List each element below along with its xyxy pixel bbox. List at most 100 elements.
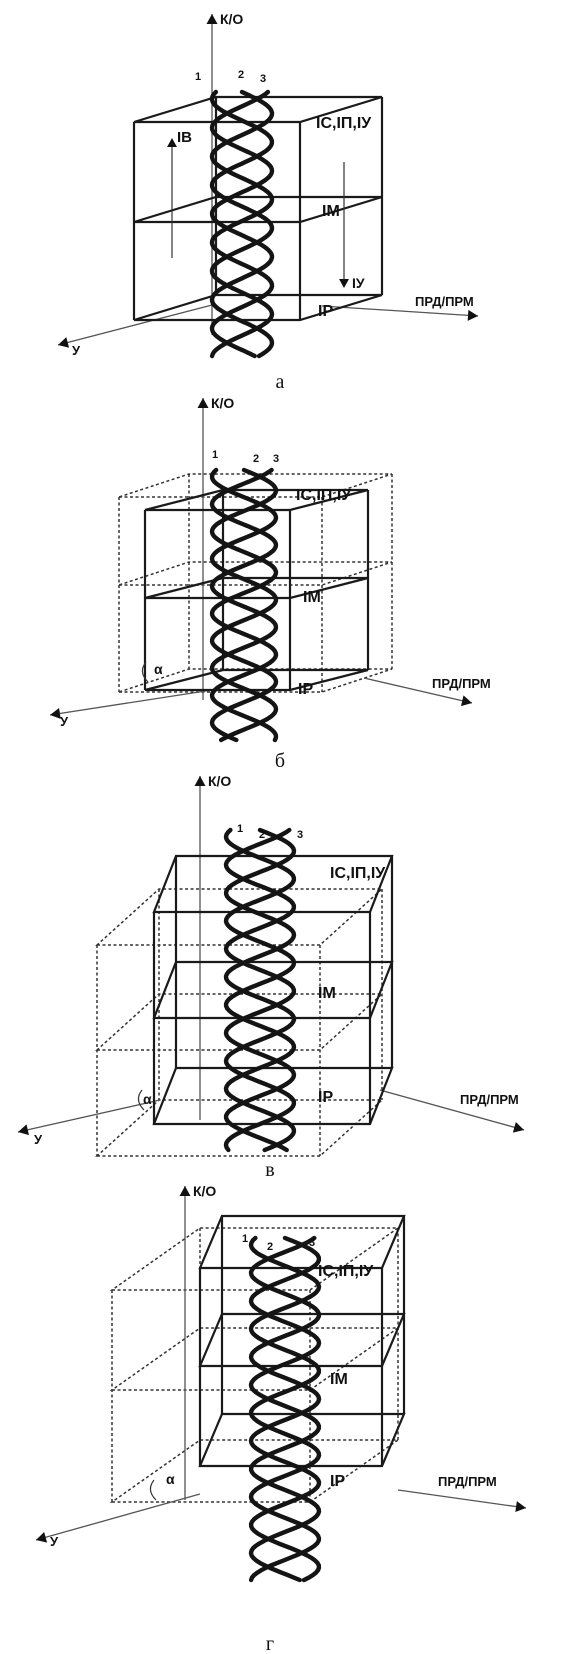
structure-box-layer-plane [144, 576, 369, 600]
helix-number-1: 1 [242, 1233, 248, 1245]
rotated-box-dashed-layer-plane [109, 1327, 401, 1391]
axis-right-label: ПРД/ПРМ [438, 1474, 497, 1489]
helix-strand-3 [223, 827, 297, 1153]
helix-number-3: 3 [260, 73, 266, 85]
helix-strand-3 [248, 1235, 322, 1583]
helix-number-3: 3 [273, 453, 279, 465]
axis-left-label: У [34, 1132, 43, 1147]
layer-middle-label: IM [318, 985, 336, 1002]
axis-vertical-arrowhead [179, 1186, 191, 1196]
axis-left [49, 689, 213, 716]
helix-strand-3 [209, 467, 279, 743]
alpha-angle-arc [141, 661, 149, 683]
helix-number-2: 2 [253, 453, 259, 465]
helix-strand-2 [209, 89, 275, 359]
structure-box-layer-plane [152, 960, 394, 1020]
rotated-box-dashed [118, 473, 393, 693]
panel-caption: б [275, 750, 285, 772]
rotated-box-dashed-layer-plane [118, 561, 393, 586]
layer-top-label: IC,IП,IУ [330, 865, 386, 882]
flow-down-arrowhead [339, 279, 349, 288]
axis-right [397, 1489, 527, 1509]
structure-box-layer-plane [133, 293, 383, 322]
diagram-panel: 1 2 3 К/О ПРД/ПРМ У IC,IП,IУ IM IP α б [49, 395, 491, 772]
rotated-box-dashed [109, 1227, 401, 1503]
structure-box [198, 1214, 406, 1468]
helix-number-2: 2 [267, 1241, 273, 1253]
axis-right [321, 305, 479, 317]
helix-strand-1 [248, 1235, 322, 1583]
axis-vertical-label: К/О [193, 1183, 216, 1199]
axis-left-arrowhead [50, 708, 61, 719]
axis-right-label: ПРД/ПРМ [432, 676, 491, 691]
axis-left-label: У [50, 1534, 59, 1549]
panel-caption: в [265, 1159, 274, 1181]
helix-strand-1 [209, 467, 279, 743]
panel-caption: а [276, 371, 285, 393]
axis-left-arrowhead [18, 1124, 29, 1136]
structure-box [152, 854, 394, 1126]
axis-vertical-label: К/О [208, 773, 231, 789]
axis-right-arrowhead [467, 309, 478, 321]
helix-number-1: 1 [195, 71, 201, 83]
axis-right-arrowhead [515, 1501, 526, 1513]
axis-right-label: ПРД/ПРМ [415, 294, 474, 309]
axis-left [35, 1493, 201, 1541]
layer-bottom-label: IP [330, 1473, 345, 1490]
flow-up-label: IВ [177, 129, 192, 146]
axis-left-arrowhead [36, 1532, 48, 1543]
axis-right-label: ПРД/ПРМ [460, 1092, 519, 1107]
axis-vertical-label: К/О [211, 395, 234, 411]
structure-box-layer-plane [133, 195, 383, 224]
axis-vertical-label: К/О [220, 11, 243, 27]
structure-box-layer-plane [198, 1412, 406, 1468]
structure-box-layer-plane [144, 668, 369, 692]
axis-left [17, 1099, 161, 1133]
helix-strand-2 [223, 827, 297, 1153]
alpha-angle-arc [137, 1089, 145, 1111]
structure-box-layer-plane [198, 1312, 406, 1368]
flow-down-label: IУ [352, 275, 365, 291]
axis-right [379, 1089, 525, 1131]
axis-left-label: У [60, 714, 69, 729]
alpha-angle-arc [149, 1479, 157, 1501]
helix-number-2: 2 [259, 829, 265, 841]
helix-number-1: 1 [237, 823, 243, 835]
structure-box-layer-plane [152, 854, 394, 914]
axis-vertical-arrowhead [206, 14, 218, 24]
alpha-label: α [154, 661, 163, 677]
rotated-box-dashed-layer-plane [118, 473, 393, 498]
alpha-label: α [143, 1091, 152, 1107]
layer-top-label: IC,IП,IУ [318, 1263, 374, 1280]
axis-vertical-arrowhead [197, 398, 209, 408]
helix-number-3: 3 [309, 1237, 315, 1249]
layer-middle-label: IM [322, 203, 340, 220]
panel-caption: г [266, 1633, 274, 1654]
rotated-box-dashed-layer-plane [109, 1227, 401, 1291]
diagram-panel: 1 2 3 К/О ПРД/ПРМ У IC,IП,IУ IM IP α г [35, 1183, 527, 1654]
layer-middle-label: IM [330, 1371, 348, 1388]
axis-right-arrowhead [512, 1122, 524, 1133]
structure-box-layer-plane [152, 1066, 394, 1126]
alpha-label: α [166, 1471, 175, 1487]
structure-box [132, 95, 384, 322]
rotated-box-dashed-layer-plane [95, 888, 384, 946]
layer-middle-label: IM [303, 589, 321, 606]
helix-strand-3 [209, 89, 275, 359]
axis-vertical-arrowhead [194, 776, 206, 786]
axis-left-arrowhead [58, 337, 70, 348]
structure-box-layer-plane [198, 1214, 406, 1270]
layer-top-label: IC,IП,IУ [316, 115, 372, 132]
helix-number-2: 2 [238, 69, 244, 81]
helix-strand-1 [209, 89, 275, 359]
layer-bottom-label: IP [298, 681, 313, 698]
axis-left [57, 304, 213, 346]
layer-bottom-label: IP [318, 1089, 333, 1106]
flow-up-arrowhead [167, 138, 177, 147]
helix-number-1: 1 [212, 449, 218, 461]
axis-right-arrowhead [461, 695, 472, 707]
layer-top-label: IC,IП,IУ [296, 487, 352, 504]
